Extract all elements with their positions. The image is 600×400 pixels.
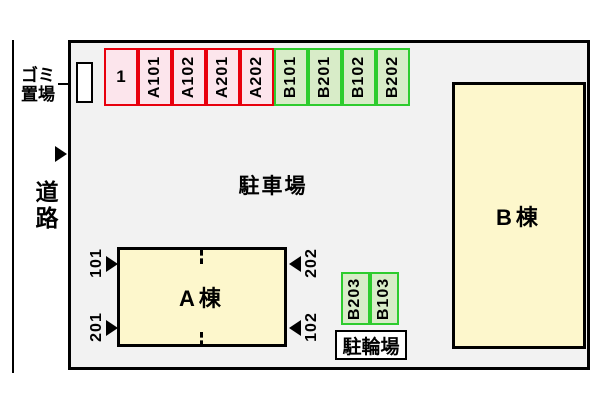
- parking-space: 1: [104, 48, 138, 106]
- parking-space-label: A101: [146, 55, 163, 99]
- parking-space-label: B202: [384, 55, 401, 99]
- arrow-left-icon: [289, 320, 301, 336]
- parking-space: A202: [240, 48, 274, 106]
- parking-space: A201: [206, 48, 240, 106]
- garbage-label-line2: 置場: [21, 85, 55, 104]
- parking-space: B201: [308, 48, 342, 106]
- arrow-left-icon: [289, 256, 301, 272]
- arrow-right-icon: [106, 256, 118, 272]
- building-b-label: B棟: [496, 204, 542, 230]
- parking-space: B103: [370, 272, 399, 325]
- building-a-label: A棟: [179, 286, 225, 311]
- unit-divider-dash: [200, 332, 203, 346]
- parking-space-label: B201: [316, 55, 333, 99]
- parking-space-label: A102: [180, 55, 197, 99]
- parking-space-label: 1: [116, 67, 126, 86]
- parking-space-label: B102: [350, 55, 367, 99]
- parking-space-label: B103: [375, 277, 393, 320]
- road-label: 道路: [32, 180, 58, 232]
- parking-space-label: B101: [282, 55, 299, 99]
- unit-divider-dash: [200, 250, 203, 264]
- parking-space-label: B203: [346, 277, 364, 320]
- unit-label-102: 102: [303, 312, 321, 342]
- parking-lot-label: 駐車場: [238, 175, 308, 198]
- arrow-right-icon: [55, 146, 67, 162]
- parking-space: B203: [341, 272, 370, 325]
- parking-space: A101: [138, 48, 172, 106]
- garbage-station-box: [76, 62, 93, 103]
- arrow-right-icon: [106, 320, 118, 336]
- garbage-label-line1: ゴミ: [21, 66, 55, 85]
- road-edge-line: [12, 40, 14, 373]
- bicycle-parking-label: 駐輪場: [342, 336, 400, 358]
- parking-space: A102: [172, 48, 206, 106]
- garbage-area-label: ゴミ 置場: [12, 66, 64, 104]
- parking-space-label: A201: [214, 55, 231, 99]
- parking-space: B102: [342, 48, 376, 106]
- building-b: B棟: [452, 82, 586, 349]
- bicycle-parking-box: 駐輪場: [335, 330, 407, 360]
- parking-space: B101: [274, 48, 308, 106]
- parking-space: B202: [376, 48, 410, 106]
- parking-space-label: A202: [248, 55, 265, 99]
- unit-label-202: 202: [303, 248, 321, 278]
